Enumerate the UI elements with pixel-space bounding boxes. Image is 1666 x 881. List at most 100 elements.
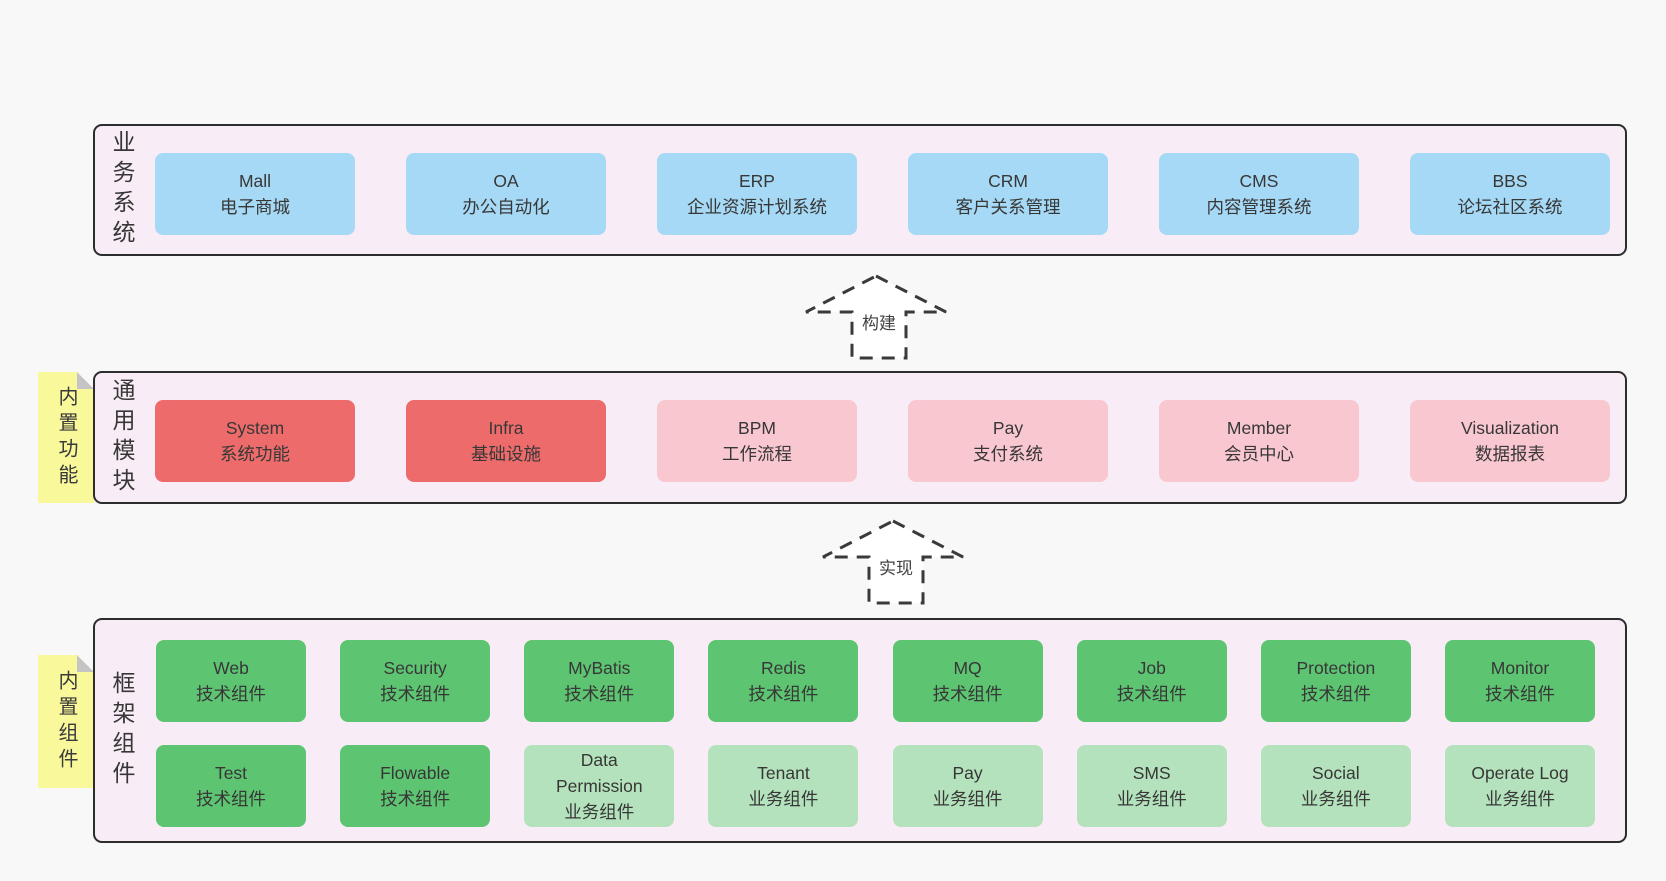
- box-name: MQ: [953, 658, 982, 678]
- box-name: Infra: [488, 418, 524, 438]
- box-name: Operate Log: [1471, 763, 1569, 783]
- box-desc: 论坛社区系统: [1457, 197, 1563, 217]
- box-name: Job: [1137, 658, 1166, 678]
- arrow-outline: [822, 519, 964, 605]
- box-desc: 技术组件: [380, 789, 451, 809]
- sticky-note-builtin-features: 内置功能: [38, 372, 94, 503]
- box-name: BPM: [738, 418, 776, 438]
- box-name: Flowable: [380, 763, 451, 783]
- box-bbs: BBS 论坛社区系统: [1410, 153, 1610, 235]
- box-desc: 办公自动化: [462, 197, 550, 217]
- box-data-permission: Data Permission 业务组件: [524, 745, 675, 827]
- box-desc: 技术组件: [932, 684, 1003, 704]
- box-name: ERP: [739, 171, 775, 191]
- box-desc: 技术组件: [1484, 684, 1555, 704]
- box-desc: 技术组件: [748, 684, 819, 704]
- box-desc: 技术组件: [1116, 684, 1187, 704]
- box-desc: 工作流程: [722, 444, 792, 464]
- band-label: 业务系统: [109, 130, 135, 250]
- box-name: Data Permission: [556, 750, 643, 796]
- box-desc: 电子商城: [220, 197, 290, 217]
- box-desc: 会员中心: [1224, 444, 1294, 464]
- band-label: 通用模块: [109, 377, 135, 498]
- box-name: BBS: [1492, 171, 1528, 191]
- box-crm: CRM 客户关系管理: [908, 153, 1108, 235]
- band-framework-components: 框架组件 Web 技术组件 Security 技术组件 MyBatis 技术组件…: [93, 618, 1627, 843]
- box-desc: 系统功能: [220, 444, 290, 464]
- arrow-label: 实现: [879, 559, 913, 578]
- box-mq: MQ 技术组件: [892, 640, 1043, 722]
- note-fold-icon: [77, 655, 94, 672]
- box-pay-module: Pay 支付系统: [908, 400, 1108, 482]
- arrow-label: 构建: [862, 314, 896, 333]
- note-label: 内置组件: [55, 669, 77, 774]
- box-desc: 业务组件: [1116, 789, 1187, 809]
- note-fold-icon: [77, 372, 94, 389]
- box-security: Security 技术组件: [340, 640, 491, 722]
- box-name: Social: [1312, 763, 1360, 783]
- box-name: System: [225, 418, 285, 438]
- box-mall: Mall 电子商城: [155, 153, 355, 235]
- box-desc: 技术组件: [196, 684, 266, 704]
- component-boxes-row-1: Web 技术组件 Security 技术组件 MyBatis 技术组件 Redi…: [156, 640, 1595, 722]
- box-protection: Protection 技术组件: [1260, 640, 1411, 722]
- box-system: System 系统功能: [155, 400, 355, 482]
- module-boxes-row: System 系统功能 Infra 基础设施 BPM 工作流程 Pay 支付系统…: [155, 400, 1610, 482]
- box-desc: 技术组件: [196, 789, 266, 809]
- box-desc: 支付系统: [973, 444, 1043, 464]
- arrow-outline: [805, 274, 947, 360]
- box-visualization: Visualization 数据报表: [1410, 400, 1610, 482]
- box-name: Pay: [952, 763, 983, 783]
- box-member: Member 会员中心: [1159, 400, 1359, 482]
- box-desc: 技术组件: [380, 684, 451, 704]
- note-label: 内置功能: [55, 385, 77, 490]
- box-job: Job 技术组件: [1076, 640, 1227, 722]
- box-name: Member: [1226, 418, 1292, 438]
- box-name: Tenant: [757, 763, 810, 783]
- component-boxes-row-2: Test 技术组件 Flowable 技术组件 Data Permission …: [156, 745, 1595, 827]
- box-desc: 业务组件: [1484, 789, 1555, 809]
- box-desc: 数据报表: [1475, 444, 1545, 464]
- box-name: OA: [493, 171, 519, 191]
- box-flowable: Flowable 技术组件: [340, 745, 491, 827]
- box-desc: 业务组件: [1300, 789, 1371, 809]
- box-desc: 技术组件: [1300, 684, 1371, 704]
- implement-arrow-icon: 实现: [822, 519, 964, 605]
- box-desc: 技术组件: [564, 684, 635, 704]
- box-name: Pay: [992, 418, 1024, 438]
- box-name: Security: [383, 658, 447, 678]
- box-name: SMS: [1132, 763, 1171, 783]
- box-pay-component: Pay 业务组件: [892, 745, 1043, 827]
- business-boxes-row: Mall 电子商城 OA 办公自动化 ERP 企业资源计划系统 CRM 客户关系…: [155, 153, 1610, 235]
- box-tenant: Tenant 业务组件: [708, 745, 859, 827]
- build-arrow-icon: 构建: [805, 274, 947, 360]
- box-name: Test: [214, 763, 248, 783]
- box-desc: 业务组件: [932, 789, 1003, 809]
- box-name: Protection: [1296, 658, 1376, 678]
- box-name: Monitor: [1490, 658, 1550, 678]
- box-name: Redis: [761, 658, 806, 678]
- box-monitor: Monitor 技术组件: [1444, 640, 1595, 722]
- box-desc: 客户关系管理: [955, 197, 1061, 217]
- box-name: CMS: [1239, 171, 1279, 191]
- band-label: 框架组件: [109, 670, 135, 791]
- box-desc: 业务组件: [748, 789, 819, 809]
- box-name: CRM: [988, 171, 1028, 191]
- box-desc: 基础设施: [471, 444, 541, 464]
- box-desc: 企业资源计划系统: [687, 197, 827, 217]
- box-erp: ERP 企业资源计划系统: [657, 153, 857, 235]
- box-oa: OA 办公自动化: [406, 153, 606, 235]
- band-common-modules: 通用模块 System 系统功能 Infra 基础设施 BPM 工作流程 Pay…: [93, 371, 1627, 504]
- box-web: Web 技术组件: [156, 640, 306, 722]
- box-mybatis: MyBatis 技术组件: [524, 640, 675, 722]
- box-name: Visualization: [1461, 418, 1559, 438]
- band-business-systems: 业务系统 Mall 电子商城 OA 办公自动化 ERP 企业资源计划系统 CRM…: [93, 124, 1627, 256]
- box-test: Test 技术组件: [156, 745, 306, 827]
- sticky-note-builtin-components: 内置组件: [38, 655, 94, 788]
- box-name: Mall: [238, 171, 272, 191]
- box-bpm: BPM 工作流程: [657, 400, 857, 482]
- box-desc: 业务组件: [564, 802, 635, 822]
- box-name: MyBatis: [568, 658, 631, 678]
- box-operate-log: Operate Log 业务组件: [1444, 745, 1595, 827]
- box-cms: CMS 内容管理系统: [1159, 153, 1359, 235]
